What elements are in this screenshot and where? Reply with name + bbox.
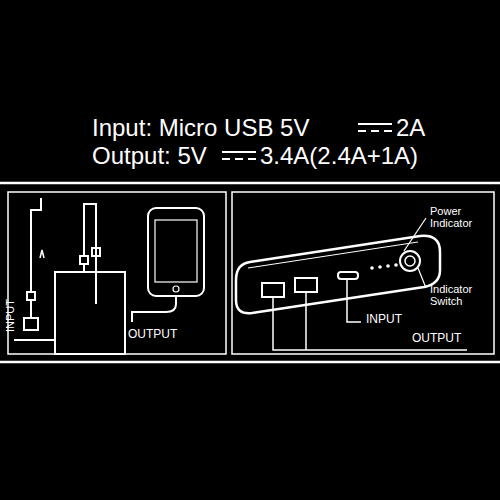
phone (148, 208, 204, 296)
output-spec: Output: 5V (92, 143, 207, 169)
power-bank-edge (248, 242, 418, 268)
led (370, 266, 374, 270)
dc-symbol (358, 123, 392, 125)
dc-symbol (222, 158, 256, 160)
port-label: OUTPUT (128, 328, 177, 341)
dc-symbol (358, 130, 392, 132)
usb-port (262, 283, 284, 297)
input-cable (27, 198, 41, 318)
wall-line (14, 339, 54, 341)
led (378, 265, 382, 269)
input-current: 2A (396, 115, 425, 141)
band-line (0, 182, 500, 185)
part-label: Indicator Switch (430, 283, 492, 307)
leader-line (404, 218, 426, 251)
output-cable (80, 204, 100, 304)
port-label: OUTPUT (412, 332, 461, 345)
leader-line (347, 279, 361, 322)
wall-plug (24, 318, 38, 330)
panel (8, 192, 226, 354)
micro-usb-port (338, 272, 358, 279)
power-bank (236, 236, 440, 313)
led (394, 263, 398, 267)
input-spec: Input: Micro USB 5V (92, 115, 309, 141)
switch (400, 251, 420, 271)
dc-symbol (222, 151, 256, 153)
port-label: INPUT (366, 313, 402, 326)
charger-box (55, 272, 125, 354)
phone-cable (132, 296, 176, 322)
phone-button (173, 286, 179, 292)
led (386, 264, 390, 268)
port-label: INPUT (4, 299, 16, 332)
phone-screen (155, 220, 197, 282)
switch-inner (405, 256, 415, 266)
usb-port (295, 278, 317, 292)
output-current: 3.4A(2.4A+1A) (260, 143, 418, 169)
band-line (0, 361, 500, 364)
leader-line (418, 268, 426, 288)
part-label: Power Indicator (430, 205, 492, 229)
panel (232, 192, 494, 354)
arrow-mark (40, 250, 44, 258)
